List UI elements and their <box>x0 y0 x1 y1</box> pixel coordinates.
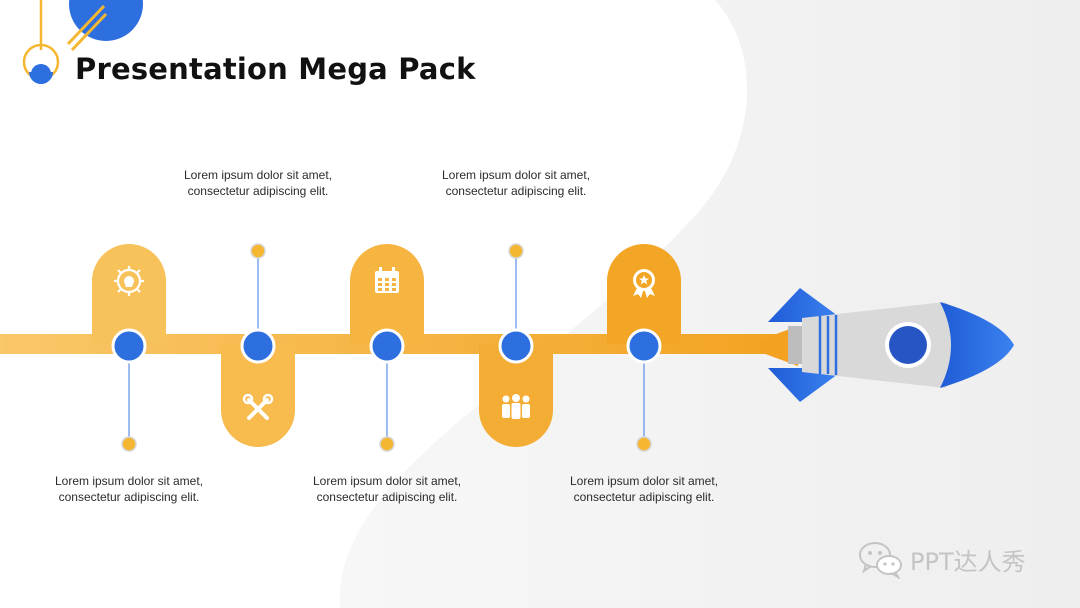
page-title: Presentation Mega Pack <box>75 52 476 86</box>
step-tab-5 <box>607 244 681 344</box>
step-label-2: Lorem ipsum dolor sit amet, consectetur … <box>183 168 333 198</box>
lightbulb-gear-icon <box>114 266 144 296</box>
watermark-text: PPT达人秀 <box>910 547 1026 576</box>
step-tab-2 <box>221 344 295 447</box>
award-icon <box>633 269 655 298</box>
end-dot <box>508 243 524 259</box>
rocket-illustration <box>760 288 1014 402</box>
decor-blue-circle <box>69 0 143 41</box>
step-label-1: Lorem ipsum dolor sit amet, consectetur … <box>54 474 204 504</box>
rocket-nozzle <box>788 326 804 364</box>
rocket-stripes <box>818 315 838 375</box>
rocket-fin-top <box>768 288 838 322</box>
team-icon <box>502 394 530 419</box>
timeline-node-5 <box>626 328 662 364</box>
decor-yellow-line <box>66 4 106 46</box>
timeline-node-2 <box>240 328 276 364</box>
end-dots <box>121 243 652 452</box>
timeline-nodes <box>111 328 662 364</box>
timeline-node-4 <box>498 328 534 364</box>
tools-icon <box>242 393 274 420</box>
timeline-node-3 <box>369 328 405 364</box>
step-label-3: Lorem ipsum dolor sit amet, consectetur … <box>312 474 462 504</box>
step-label-5: Lorem ipsum dolor sit amet, consectetur … <box>569 474 719 504</box>
rocket-fin-bottom <box>768 368 838 402</box>
decor-top-left <box>22 0 143 84</box>
end-dot <box>636 436 652 452</box>
end-dot <box>379 436 395 452</box>
end-dot <box>250 243 266 259</box>
rocket-nose <box>940 302 1014 388</box>
timeline-node-1 <box>111 328 147 364</box>
rocket-window-glass <box>889 326 927 364</box>
gray-curve-shape <box>339 0 1080 608</box>
decor-yellow-line <box>70 12 108 52</box>
calendar-icon <box>375 267 399 293</box>
wechat-icon <box>859 542 902 579</box>
step-label-4: Lorem ipsum dolor sit amet, consectetur … <box>441 168 591 198</box>
watermark: PPT达人秀 <box>858 539 1026 579</box>
decor-blue-dot <box>31 64 51 84</box>
step-tab-3 <box>350 244 424 344</box>
end-dot <box>121 436 137 452</box>
